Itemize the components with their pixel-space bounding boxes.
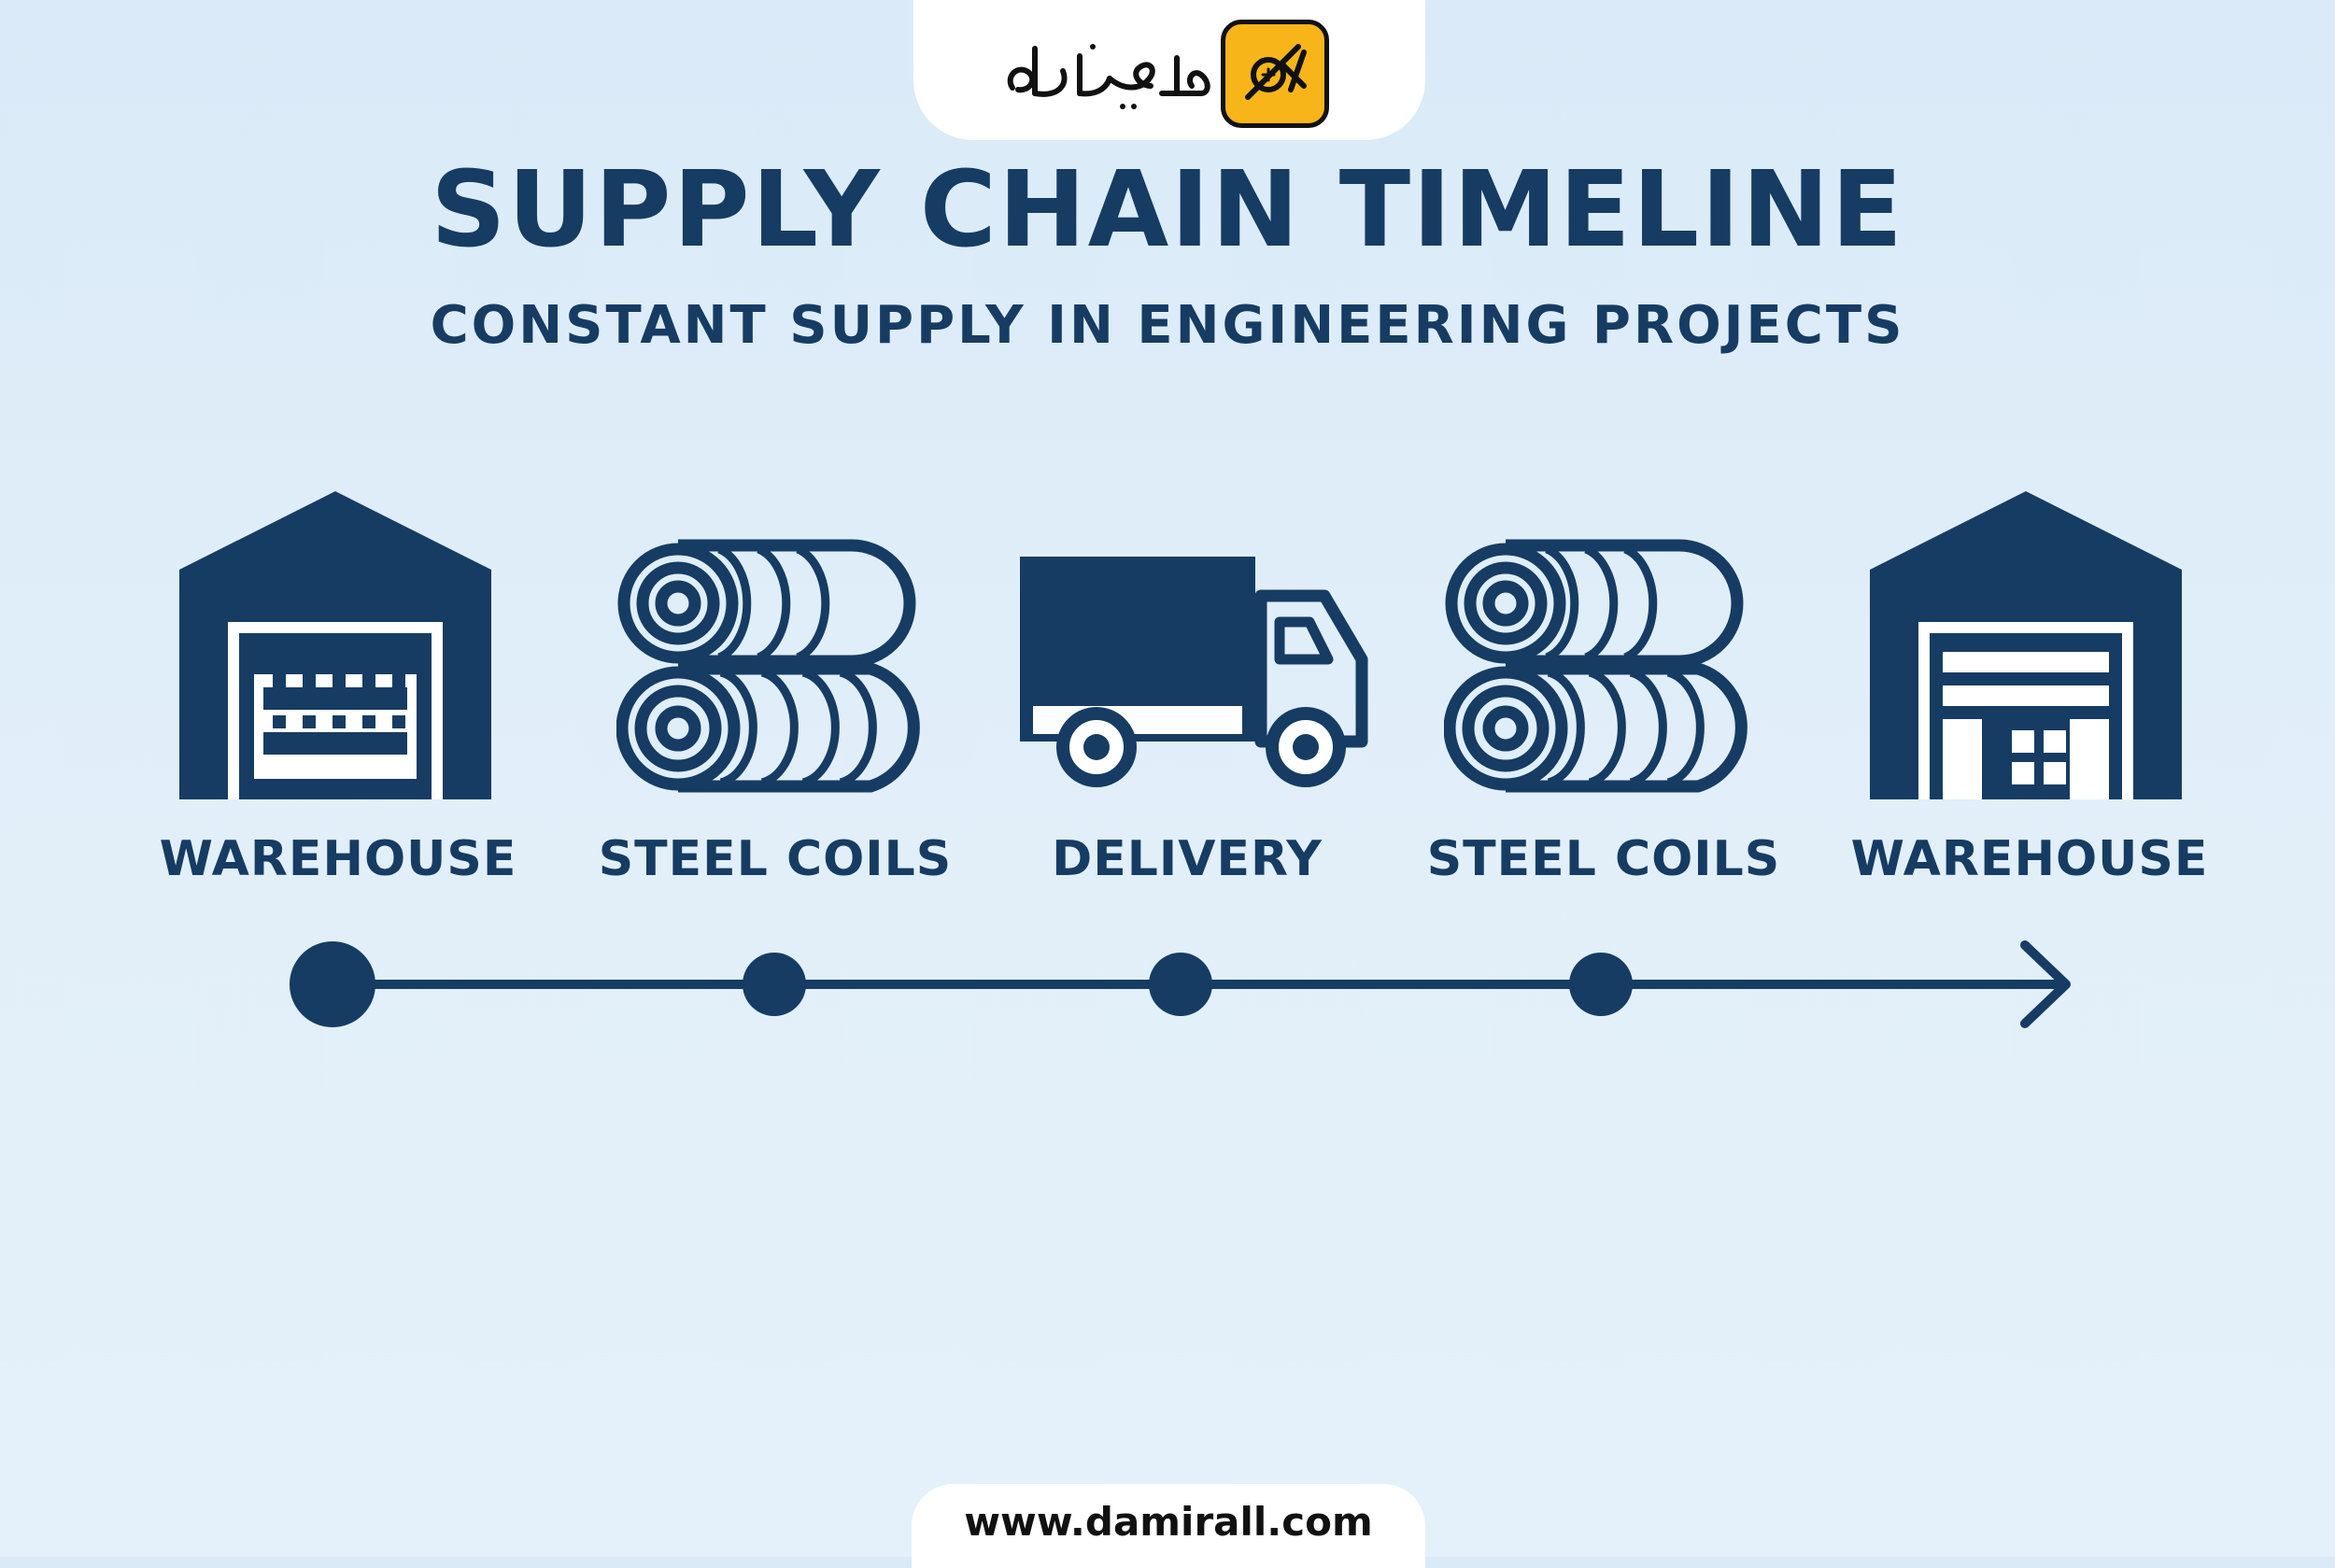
logo-wordmark <box>1007 44 1210 109</box>
delivery-truck-icon <box>1020 557 1369 788</box>
warehouse-icon <box>1870 491 2182 799</box>
stage-label-delivery: DELIVERY <box>1052 831 1323 887</box>
damirall-logo-icon <box>1221 20 1329 128</box>
timeline-node-3 <box>1149 953 1212 1016</box>
logo-card <box>913 0 1425 140</box>
timeline-node-4 <box>1569 953 1633 1016</box>
stage-label-warehouse-start: WAREHOUSE <box>159 831 517 887</box>
stage-label-steel-coils-1: STEEL COILS <box>598 831 953 887</box>
website-url[interactable]: www.damirall.com <box>964 1499 1373 1545</box>
page-title: SUPPLY CHAIN TIMELINE <box>430 149 1905 271</box>
stage-label-warehouse-end: WAREHOUSE <box>1850 831 2209 887</box>
page-subtitle: CONSTANT SUPPLY IN ENGINEERING PROJECTS <box>430 295 1905 356</box>
timeline-node-2 <box>743 953 806 1016</box>
timeline-node-start <box>290 941 375 1027</box>
steel-coils-icon <box>1444 536 1760 794</box>
timeline-arrowhead <box>2020 940 2071 1028</box>
steel-coils-icon <box>616 536 932 794</box>
url-card <box>912 1484 1425 1568</box>
stage-label-steel-coils-2: STEEL COILS <box>1426 831 1781 887</box>
warehouse-icon <box>179 491 491 799</box>
